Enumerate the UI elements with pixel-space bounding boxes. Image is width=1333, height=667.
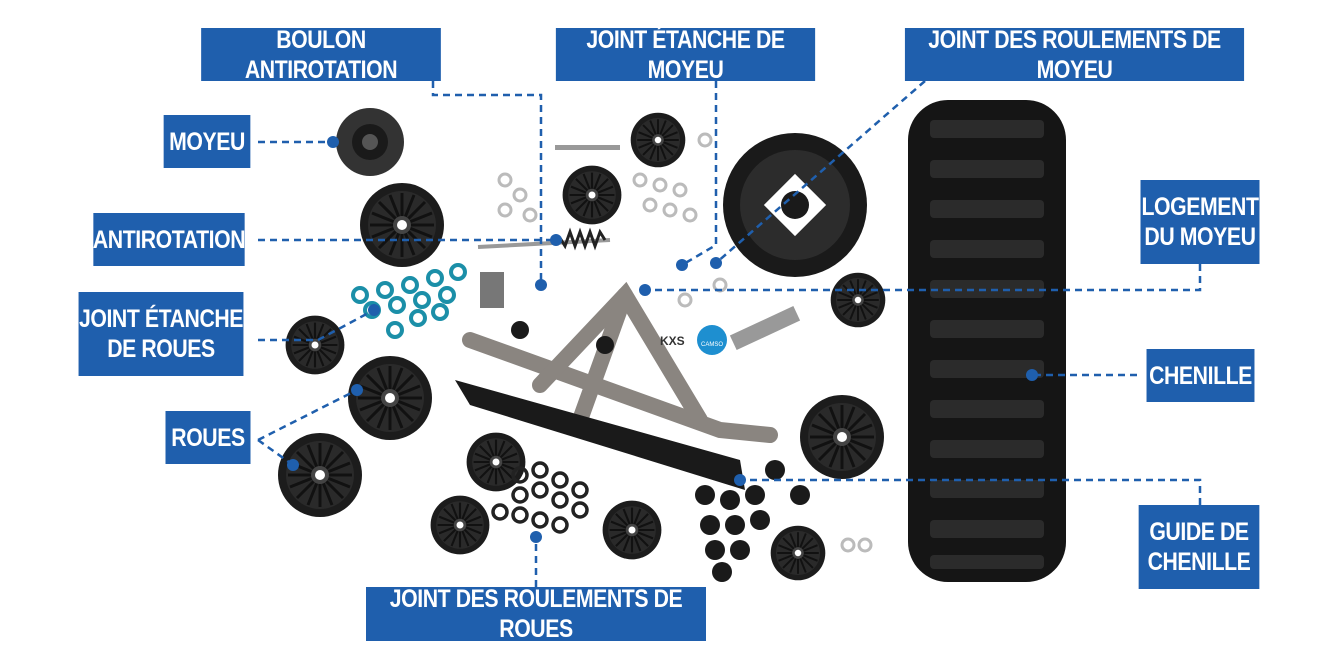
label-text: GUIDE DE (1149, 518, 1249, 546)
label-text: JOINT ÉTANCHE (78, 305, 244, 333)
leader-dots (287, 136, 1038, 543)
label-joint-etanche-moyeu: JOINT ÉTANCHE DE MOYEU (555, 26, 816, 84)
track-chenille (908, 100, 1066, 582)
label-chenille: CHENILLE (1146, 349, 1255, 402)
label-text: CHENILLE (1147, 548, 1251, 576)
hub (336, 108, 404, 176)
camso-logo-text: CAMSO (701, 342, 723, 348)
suspension-frame (462, 281, 778, 443)
label-text: JOINT DES ROULEMENTS DE MOYEU (928, 25, 1221, 84)
camso-logo (697, 325, 727, 355)
antirotation-assembly (477, 145, 801, 351)
label-text: ROUES (171, 423, 245, 452)
track-guide (455, 380, 745, 490)
label-boulon-antirotation: BOULON ANTIROTATION (201, 26, 441, 84)
label-joint-roulements-moyeu: JOINT DES ROULEMENTS DE MOYEU (904, 26, 1245, 84)
frame-brand: KXS (660, 334, 685, 348)
leader-lines (257, 80, 1202, 587)
bumpers (511, 321, 810, 582)
label-moyeu: MOYEU (163, 115, 251, 168)
label-text: DU MOYEU (1144, 223, 1256, 251)
label-text: DE ROUES (107, 335, 215, 363)
label-roues: ROUES (165, 411, 251, 464)
label-text: ANTIROTATION (92, 225, 246, 254)
hub-housing (723, 133, 867, 277)
label-text: BOULON ANTIROTATION (244, 25, 398, 84)
label-text: JOINT DES ROULEMENTS DE ROUES (389, 585, 683, 643)
wheel-seals (351, 263, 467, 339)
label-joint-roulements-roues: JOINT DES ROULEMENTS DE ROUES (366, 585, 706, 643)
label-text: MOYEU (169, 127, 245, 156)
label-text: LOGEMENT (1141, 193, 1259, 221)
label-antirotation: ANTIROTATION (92, 213, 246, 266)
label-text: CHENILLE (1149, 361, 1252, 390)
label-text: JOINT ÉTANCHE DE MOYEU (586, 25, 785, 84)
